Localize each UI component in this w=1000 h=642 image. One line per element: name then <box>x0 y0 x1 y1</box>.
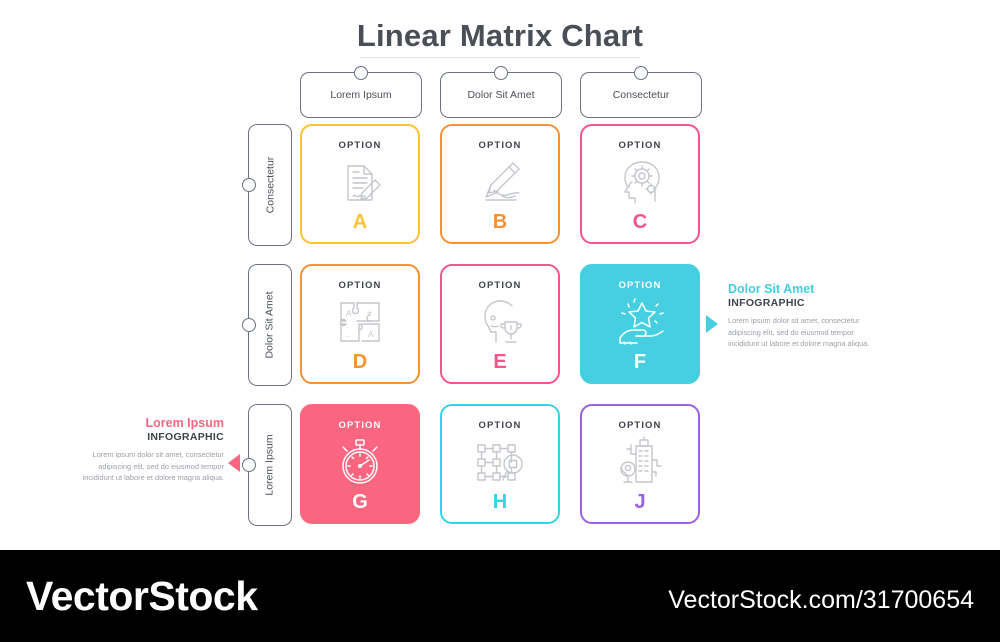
connector-node-icon <box>242 178 256 192</box>
option-word: OPTION <box>618 140 662 151</box>
connector-node-icon <box>494 66 508 80</box>
watermark-footer: VectorStock VectorStock.com/31700654 <box>0 550 1000 642</box>
column-header-label: Lorem Ipsum <box>330 89 392 101</box>
option-letter: A <box>352 211 368 233</box>
column-header-3[interactable]: Consectetur <box>580 66 702 118</box>
head-trophy-icon <box>442 291 558 352</box>
option-letter: B <box>492 211 508 233</box>
row-label-3[interactable]: Lorem Ipsum <box>242 404 292 526</box>
page-title: Linear Matrix Chart <box>356 18 644 53</box>
option-letter: F <box>633 351 647 373</box>
right-panel-heading: Dolor Sit Amet <box>728 282 815 296</box>
left-info-panel: Lorem Ipsum INFOGRAPHIC Lorem ipsum dolo… <box>72 416 224 484</box>
vectorstock-logo: VectorStock <box>26 573 258 619</box>
row-label-text: Dolor Sit Amet <box>264 291 277 359</box>
connector-node-icon <box>242 458 256 472</box>
right-panel-arrow-icon <box>706 315 718 333</box>
building-pin-icon <box>582 431 698 492</box>
vectorstock-url: VectorStock.com/31700654 <box>668 586 974 614</box>
left-panel-heading: Lorem Ipsum <box>145 416 225 430</box>
option-word: OPTION <box>338 140 382 151</box>
svg-text:+: + <box>367 308 372 318</box>
column-header-label: Dolor Sit Amet <box>467 89 535 101</box>
option-card-b[interactable]: OPTION B <box>440 124 560 244</box>
puzzle-pieces-icon: A + .. A <box>302 291 418 352</box>
row-label-text: Consectetur <box>264 156 276 214</box>
stopwatch-icon <box>302 431 418 492</box>
option-letter: J <box>634 491 646 513</box>
right-info-panel: Dolor Sit Amet INFOGRAPHIC Lorem ipsum d… <box>728 282 880 350</box>
column-header-2[interactable]: Dolor Sit Amet <box>440 66 562 118</box>
option-letter: H <box>492 491 508 513</box>
option-word: OPTION <box>478 140 522 151</box>
option-letter: G <box>352 491 368 513</box>
option-card-h[interactable]: OPTION H <box>440 404 560 524</box>
hand-star-icon <box>582 291 698 352</box>
option-card-j[interactable]: OPTION J <box>580 404 700 524</box>
row-label-text: Lorem Ipsum <box>264 434 276 496</box>
option-card-g[interactable]: OPTION G <box>300 404 420 524</box>
option-card-e[interactable]: OPTION E <box>440 264 560 384</box>
left-panel-arrow-icon <box>228 454 240 472</box>
network-search-icon <box>442 431 558 492</box>
option-letter: D <box>352 351 368 373</box>
svg-text:A: A <box>346 309 352 318</box>
option-card-d[interactable]: OPTION A + .. A D <box>300 264 420 384</box>
row-label-2[interactable]: Dolor Sit Amet <box>242 264 292 386</box>
option-card-a[interactable]: OPTION A <box>300 124 420 244</box>
title-divider <box>360 57 640 58</box>
option-word: OPTION <box>338 420 382 431</box>
option-word: OPTION <box>338 280 382 291</box>
option-word: OPTION <box>618 280 662 291</box>
connector-node-icon <box>354 66 368 80</box>
option-card-f[interactable]: OPTION F <box>580 264 700 384</box>
svg-text:A: A <box>368 330 374 339</box>
infographic-canvas: Linear Matrix Chart Lorem Ipsum Dolor Si… <box>72 18 880 526</box>
option-letter: E <box>493 351 507 373</box>
right-panel-subheading: INFOGRAPHIC <box>728 297 805 310</box>
left-panel-body: Lorem ipsum dolor sit amet, consectetur … <box>82 450 224 483</box>
connector-node-icon <box>242 318 256 332</box>
option-card-c[interactable]: OPTION C <box>580 124 700 244</box>
left-panel-subheading: INFOGRAPHIC <box>147 431 224 444</box>
option-word: OPTION <box>618 420 662 431</box>
hand-writing-icon <box>442 151 558 212</box>
column-header-label: Consectetur <box>612 89 670 101</box>
head-gears-icon <box>582 151 698 212</box>
svg-text:..: .. <box>345 330 349 339</box>
document-pen-icon <box>302 151 418 212</box>
option-letter: C <box>632 211 648 233</box>
connector-node-icon <box>634 66 648 80</box>
option-word: OPTION <box>478 280 522 291</box>
option-word: OPTION <box>478 420 522 431</box>
row-label-1[interactable]: Consectetur <box>242 124 292 246</box>
right-panel-body: Lorem ipsum dolor sit amet, consectetur … <box>728 316 870 349</box>
column-header-1[interactable]: Lorem Ipsum <box>300 66 422 118</box>
